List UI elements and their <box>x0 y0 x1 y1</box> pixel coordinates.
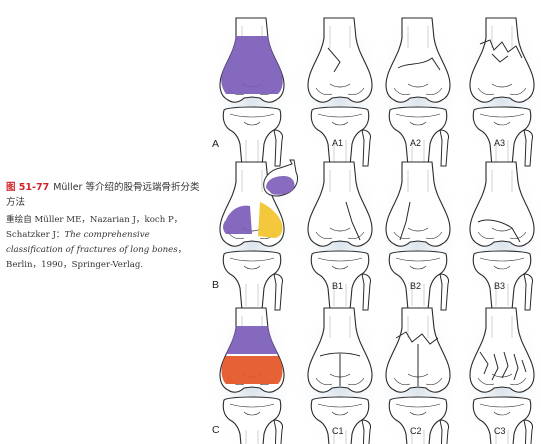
knee-illustrations <box>211 15 541 444</box>
knee-A2 <box>377 15 459 167</box>
figure-title: Müller 等介绍的股骨远端骨折分类方法 <box>6 182 200 208</box>
knee-A <box>211 15 293 167</box>
figure-number: 图 51-77 <box>6 182 50 193</box>
label-A1: A1 <box>332 138 344 148</box>
patella-B <box>263 159 299 197</box>
label-A2: A2 <box>410 138 422 148</box>
credit-publisher: ，Berlin，1990，Springer-Verlag. <box>6 245 187 270</box>
label-B2: B2 <box>410 281 422 291</box>
label-C2: C2 <box>410 426 422 436</box>
knee-C <box>211 305 293 444</box>
credit-authors: 重绘自 Müller ME，Nazarian J，koch P，Schatzke… <box>6 215 183 240</box>
knee-C3 <box>461 305 541 444</box>
label-B1: B1 <box>332 281 344 291</box>
knee-B3 <box>461 159 541 311</box>
knee-A3 <box>461 15 541 167</box>
knee-C2 <box>377 305 459 444</box>
label-C1: C1 <box>332 426 344 436</box>
fracture-classification-plate: A A1 A2 A3 B B1 B2 B3 C C1 C2 C3 <box>200 0 541 444</box>
credit-book-title: The comprehensive classification of frac… <box>6 230 178 255</box>
label-B: B <box>212 279 220 291</box>
label-C3: C3 <box>494 426 506 436</box>
knee-A1 <box>299 15 381 167</box>
knee-C1 <box>299 305 381 444</box>
label-A: A <box>212 138 220 150</box>
label-B3: B3 <box>494 281 506 291</box>
knee-B2 <box>377 159 459 311</box>
label-A3: A3 <box>494 138 506 148</box>
figure-credit: 重绘自 Müller ME，Nazarian J，koch P，Schatzke… <box>6 213 204 273</box>
knee-B <box>211 159 293 311</box>
label-C: C <box>212 424 220 436</box>
knee-B1 <box>299 159 381 311</box>
